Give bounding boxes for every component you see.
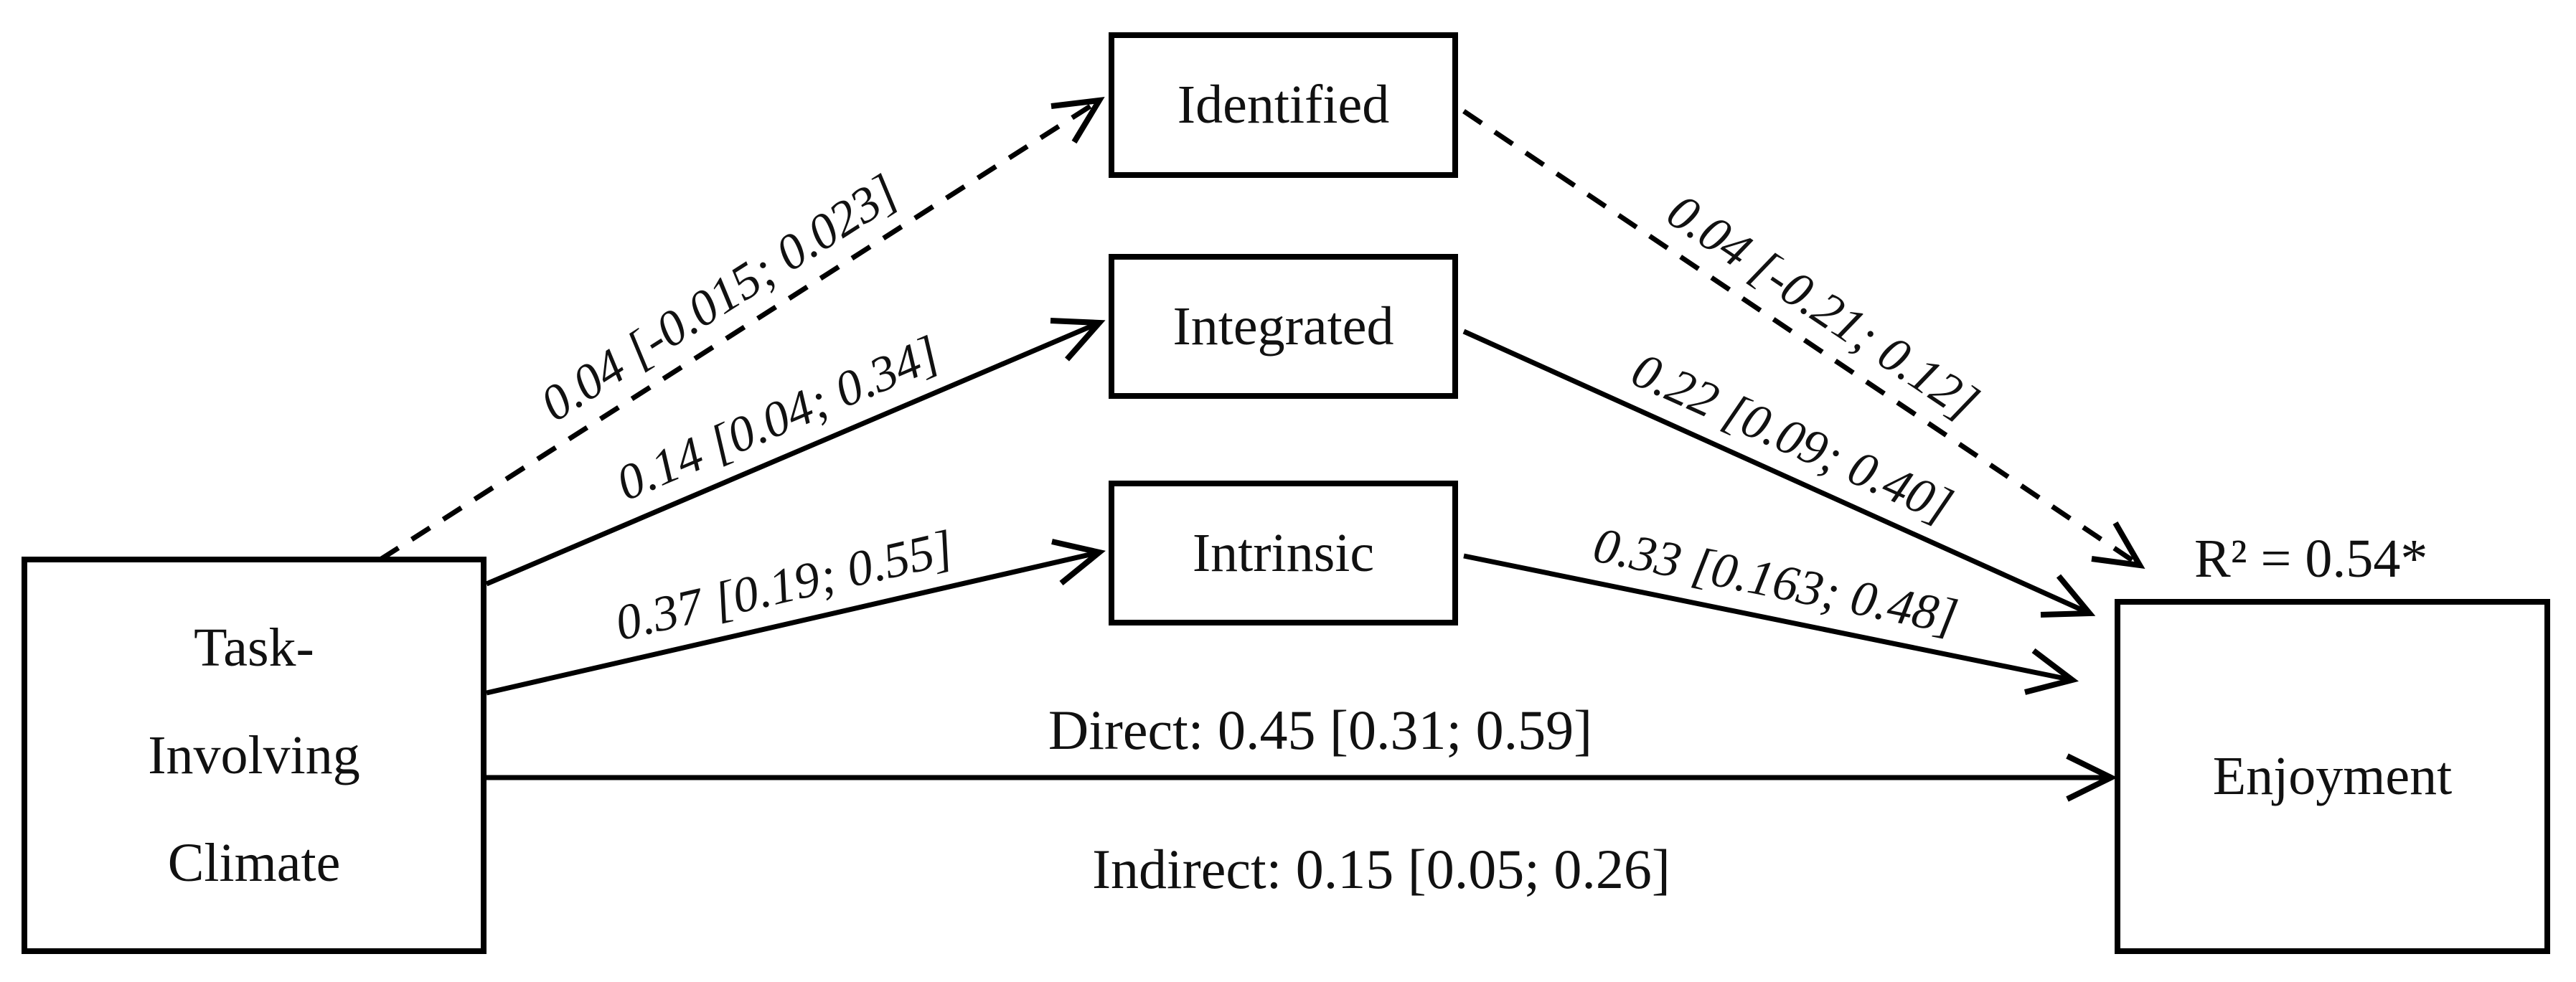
mediator-box-identified: Identified (1109, 32, 1458, 178)
path-line-task-to-integrated (485, 320, 1101, 587)
arrowhead-intrinsic-to-enjoyment (2024, 648, 2079, 695)
outcome-box-enjoyment: Enjoyment (2115, 599, 2550, 954)
mediator-box-integrated: Integrated (1109, 254, 1458, 399)
path-label-task-to-intrinsic: 0.37 [0.19; 0.55] (611, 520, 959, 651)
direct-effect-label: Direct: 0.45 [0.31; 0.59] (1048, 699, 1592, 761)
predictor-label-line-1: Task- (194, 618, 314, 678)
predictor-label-line-3: Climate (167, 833, 341, 893)
path-label-intrinsic-to-enjoyment: 0.33 [0.163; 0.48] (1589, 517, 1962, 645)
path-line-task-to-identified (379, 98, 1101, 562)
outcome-label-enjoyment: Enjoyment (2212, 746, 2453, 806)
mediator-label-intrinsic: Intrinsic (1192, 522, 1375, 583)
predictor-box-task-involving-climate: Task- Involving Climate (22, 557, 486, 954)
indirect-effect-label: Indirect: 0.15 [0.05; 0.26] (1092, 838, 1670, 900)
r-squared-annotation: R² = 0.54* (2194, 529, 2428, 589)
mediator-label-identified: Identified (1177, 75, 1390, 135)
mediator-label-integrated: Integrated (1172, 296, 1394, 357)
predictor-label-line-2: Involving (148, 725, 360, 785)
path-line-identified-to-enjoyment (1462, 109, 2141, 567)
arrowhead-direct-effect (2066, 753, 2118, 802)
path-line-integrated-to-enjoyment (1462, 329, 2091, 616)
mediator-box-intrinsic: Intrinsic (1109, 481, 1458, 625)
arrowhead-task-to-intrinsic (1051, 539, 1106, 586)
arrowhead-identified-to-enjoyment (2091, 521, 2145, 570)
arrowhead-integrated-to-enjoyment (2040, 574, 2096, 618)
path-line-intrinsic-to-enjoyment (1463, 553, 2073, 683)
arrowhead-task-to-integrated (1050, 318, 1106, 362)
arrowhead-task-to-identified (1050, 97, 1105, 144)
path-line-task-to-intrinsic (486, 549, 1100, 696)
